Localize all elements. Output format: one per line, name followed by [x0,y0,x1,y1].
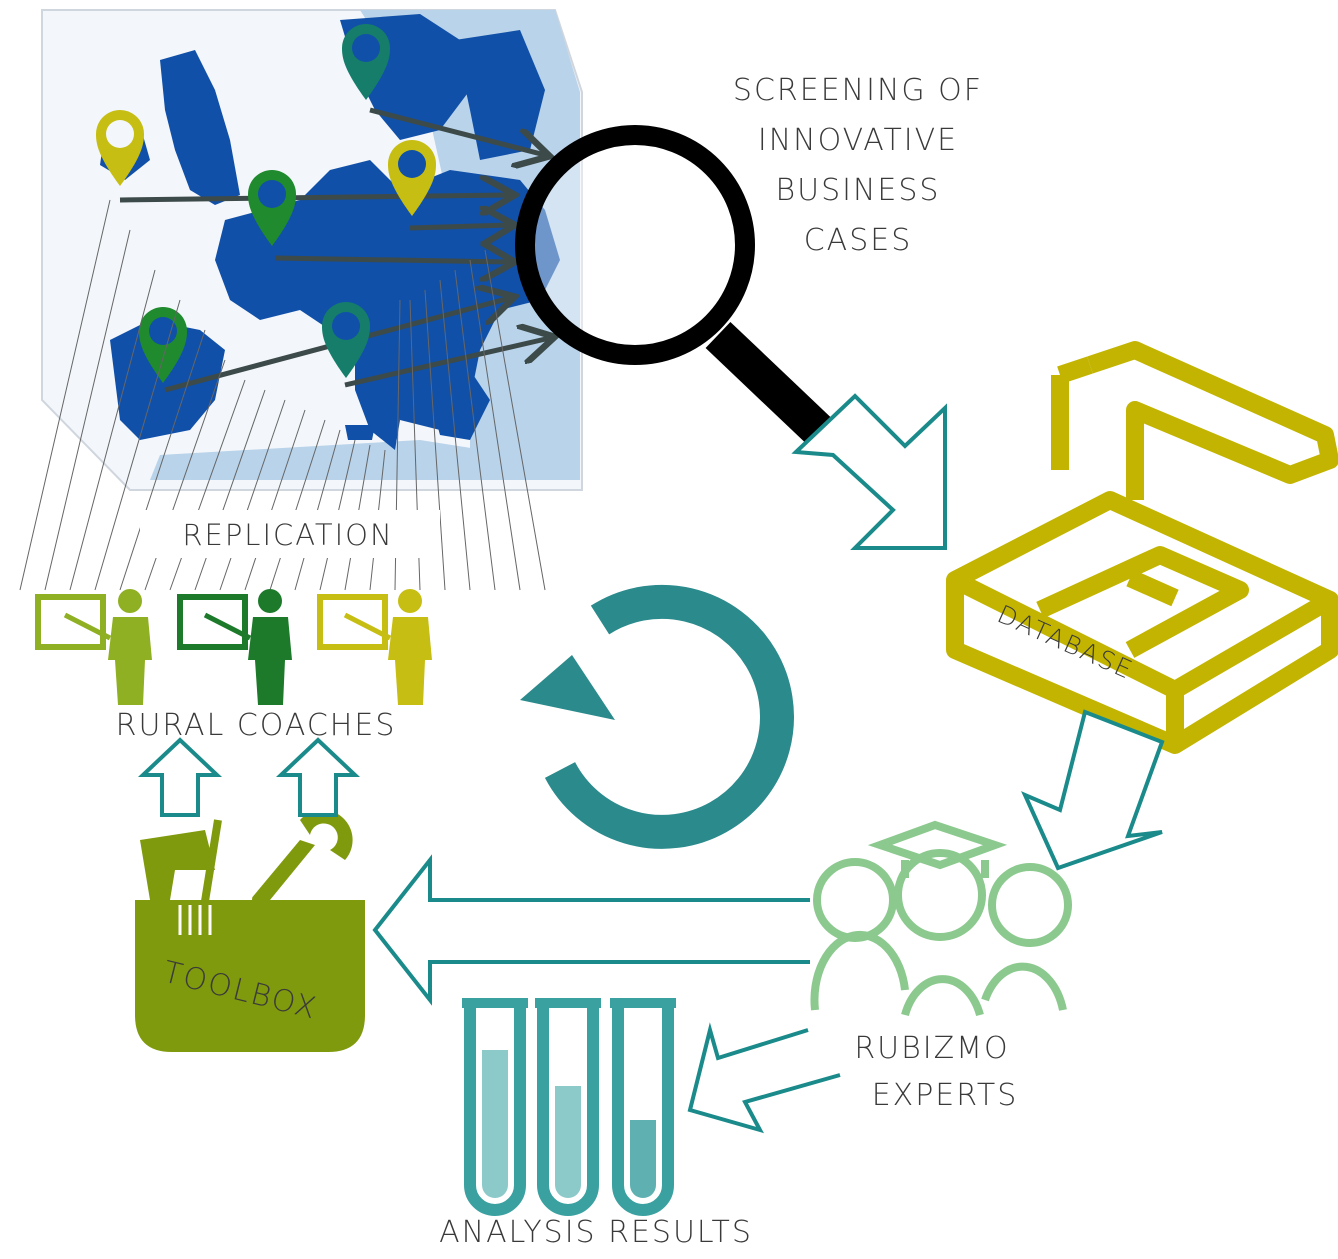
map-pin-icon [248,170,296,246]
map-pin-icon [388,140,436,216]
europe-map [41,9,583,491]
map-pin-icon [96,110,144,186]
arrow-to-coaches-right [275,737,361,817]
replication-label: REPLICATION [182,518,393,552]
replication-lines [19,199,546,591]
svg-text:INNOVATIVE: INNOVATIVE [758,123,958,158]
map-pins [96,24,436,383]
coach-presentation-icon [317,589,432,705]
map-pin-icon [322,302,370,378]
magnifying-glass-icon [515,125,831,444]
arrow-to-database [791,393,947,550]
arrow-to-coaches-left [137,737,223,817]
experts-group-icon [810,820,1072,1017]
test-tubes-icon [462,998,676,1216]
rural-coaches-label: RURAL COACHES [116,708,397,743]
arrow-to-toolbox [372,854,810,1006]
rubizmo-experts-label: RUBIZMO EXPERTS [854,1031,1019,1113]
refresh-cycle-icon [520,584,794,849]
arrow-to-experts [1021,709,1165,871]
map-pin-icon [342,24,390,100]
svg-text:SCREENING OF: SCREENING OF [733,73,983,108]
analysis-results-label: ANALYSIS RESULTS [439,1215,753,1250]
coach-presentation-icon [35,589,152,705]
svg-text:CASES: CASES [804,223,913,258]
database-box-icon [946,341,1338,754]
toolbox-icon [135,809,365,1052]
map-pin-icon [139,307,187,383]
svg-text:EXPERTS: EXPERTS [872,1078,1019,1113]
svg-text:RUBIZMO: RUBIZMO [854,1031,1009,1066]
screening-label: SCREENING OF INNOVATIVE BUSINESS CASES [733,73,983,258]
coach-presentation-icon [177,589,292,705]
svg-text:BUSINESS: BUSINESS [776,173,941,208]
arrow-to-analysis [687,1022,841,1134]
